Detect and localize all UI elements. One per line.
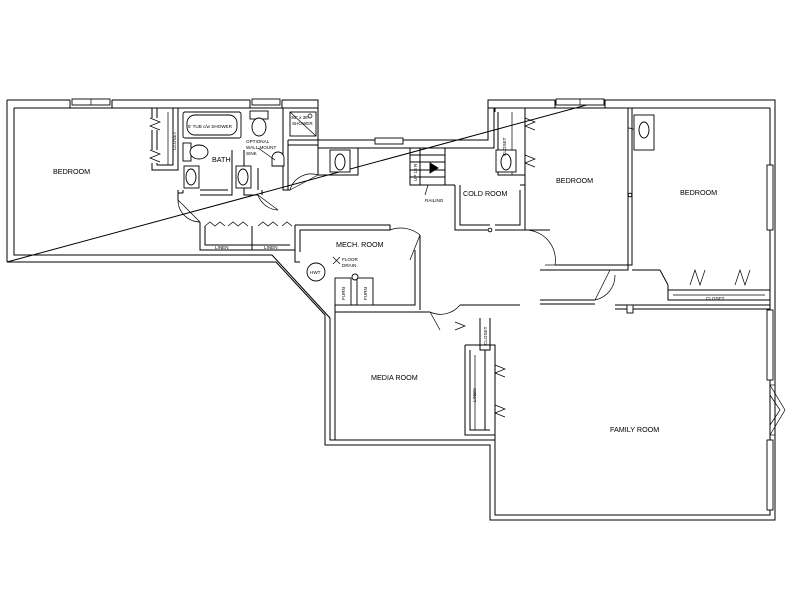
label-sink-1: OPTIONAL	[246, 139, 270, 144]
label-media-room: MEDIA ROOM	[371, 373, 418, 382]
label-stairs: UP 18 R	[413, 163, 418, 181]
label-sink-3: SINK	[246, 151, 258, 156]
doors	[177, 127, 786, 436]
label-family-room: FAMILY ROOM	[610, 425, 659, 434]
furnace-2	[356, 277, 374, 306]
bifold-doors	[149, 112, 765, 430]
furnace-1	[334, 277, 352, 306]
label-tub: 6' TUB c/w SHOWER	[188, 124, 233, 129]
label-bedroom-left: BEDROOM	[53, 167, 90, 176]
label-floor-drain-2: DRAIN	[342, 263, 356, 268]
label-closet-right: CLOSET	[706, 296, 725, 301]
label-linen-2: LINEN	[264, 245, 278, 250]
hot-water-tank	[306, 262, 326, 282]
interior-walls	[151, 108, 770, 440]
room-labels: BEDROOM BATH CLOSET LINEN LINEN MECH. RO…	[53, 131, 725, 434]
label-furnace-2: FURN	[363, 287, 368, 300]
windows	[71, 98, 775, 511]
toilet-bowl-2	[251, 117, 267, 137]
toilet-bowl	[189, 144, 209, 160]
bath-fixtures	[182, 110, 655, 189]
label-furnace-1: FURN	[341, 287, 346, 300]
label-bedroom-middle: BEDROOM	[556, 176, 593, 185]
label-floor-drain-1: FLOOR	[342, 257, 359, 262]
exterior-walls	[6, 99, 776, 521]
fixture-labels: 6' TUB c/w SHOWER 36" x 36" SHOWER OPTIO…	[188, 115, 444, 300]
label-mech-room: MECH. ROOM	[336, 240, 384, 249]
label-bedroom-right: BEDROOM	[680, 188, 717, 197]
label-shower-2: SHOWER	[292, 121, 313, 126]
label-railing: RAILING	[425, 198, 444, 203]
label-cold-room: COLD ROOM	[463, 189, 507, 198]
label-linen-media: LINEN	[472, 388, 477, 402]
label-closet-media: CLOSET	[483, 326, 488, 345]
label-sink-2: WALL MOUNT	[246, 145, 276, 150]
mechanical-fixtures	[306, 162, 633, 306]
label-linen-1: LINEN	[215, 245, 229, 250]
floor-drain-icon	[332, 256, 341, 265]
label-shower-1: 36" x 36"	[291, 115, 310, 120]
label-closet-bath: CLOSET	[172, 131, 177, 150]
label-closet-middle: CLOSET	[502, 137, 507, 156]
label-hwt: HWT	[310, 270, 321, 275]
label-bath: BATH	[212, 155, 231, 164]
